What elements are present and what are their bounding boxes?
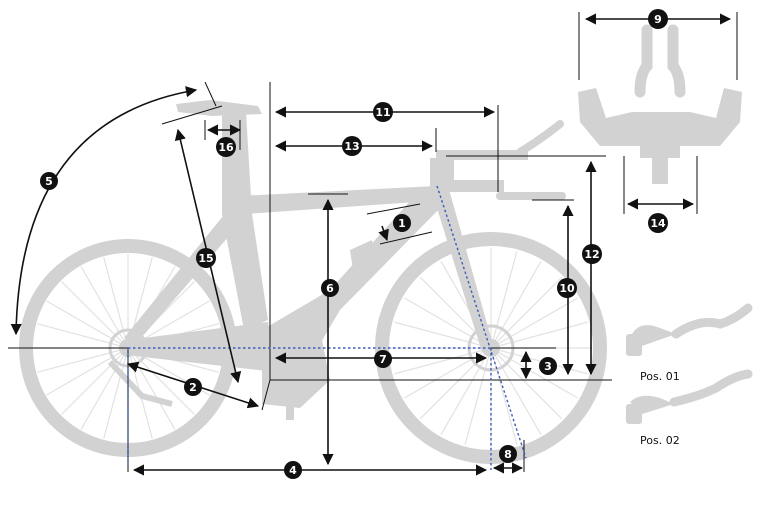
badge-1: 1 — [393, 214, 411, 232]
spoke — [490, 347, 578, 399]
badge-15-label: 15 — [198, 252, 213, 265]
badge-9-label: 9 — [654, 13, 662, 26]
spoke — [490, 276, 563, 349]
badge-4-label: 4 — [289, 464, 297, 477]
spoke — [464, 347, 492, 445]
badge-9: 9 — [648, 9, 668, 29]
spoke — [46, 347, 129, 396]
badge-12: 12 — [582, 244, 602, 264]
position-label-02: Pos. 02 — [640, 434, 680, 447]
spoke — [490, 251, 518, 349]
badge-16: 16 — [216, 137, 236, 157]
badge-12-label: 12 — [584, 248, 599, 261]
spoke — [394, 347, 492, 375]
front-wheel — [375, 232, 607, 464]
badge-3: 3 — [539, 357, 557, 375]
dimension-badges: 1 2 3 4 5 6 7 8 — [40, 9, 668, 479]
spoke — [404, 297, 492, 349]
badge-6: 6 — [321, 279, 339, 297]
badge-4: 4 — [284, 461, 302, 479]
spoke — [490, 347, 563, 420]
position-icon-02 — [626, 369, 753, 424]
spoke — [103, 347, 129, 439]
reference-lines — [8, 12, 738, 472]
badge-1-label: 1 — [398, 217, 406, 230]
spoke — [490, 347, 588, 375]
badge-10: 10 — [557, 278, 577, 298]
position-icon-01 — [626, 303, 753, 356]
badge-2-label: 2 — [189, 381, 197, 394]
badge-13-label: 13 — [344, 140, 359, 153]
spoke — [490, 261, 542, 349]
badge-6-label: 6 — [326, 282, 334, 295]
spoke — [490, 347, 542, 435]
badge-15: 15 — [196, 248, 216, 268]
spoke — [37, 347, 129, 373]
position-label-01: Pos. 01 — [640, 370, 680, 383]
cockpit-front-view — [578, 24, 742, 184]
badge-14: 14 — [648, 213, 668, 233]
badge-8-label: 8 — [504, 448, 512, 461]
spoke — [61, 347, 129, 415]
spoke — [490, 321, 588, 349]
badge-16-label: 16 — [218, 141, 234, 154]
cockpit — [430, 120, 566, 200]
badge-5-label: 5 — [45, 175, 53, 188]
badge-3-label: 3 — [544, 360, 552, 373]
badge-7: 7 — [374, 350, 392, 368]
spoke — [394, 321, 492, 349]
badge-10-label: 10 — [559, 282, 575, 295]
badge-7-label: 7 — [379, 353, 387, 366]
badge-14-label: 14 — [650, 217, 666, 230]
saddle — [176, 100, 262, 116]
badge-13: 13 — [342, 136, 362, 156]
badge-8: 8 — [499, 445, 517, 463]
bike-silhouette — [19, 100, 607, 464]
badge-2: 2 — [184, 378, 202, 396]
spoke — [80, 347, 129, 430]
badge-5: 5 — [40, 172, 58, 190]
badge-11-label: 11 — [375, 106, 390, 119]
badge-11: 11 — [373, 102, 393, 122]
